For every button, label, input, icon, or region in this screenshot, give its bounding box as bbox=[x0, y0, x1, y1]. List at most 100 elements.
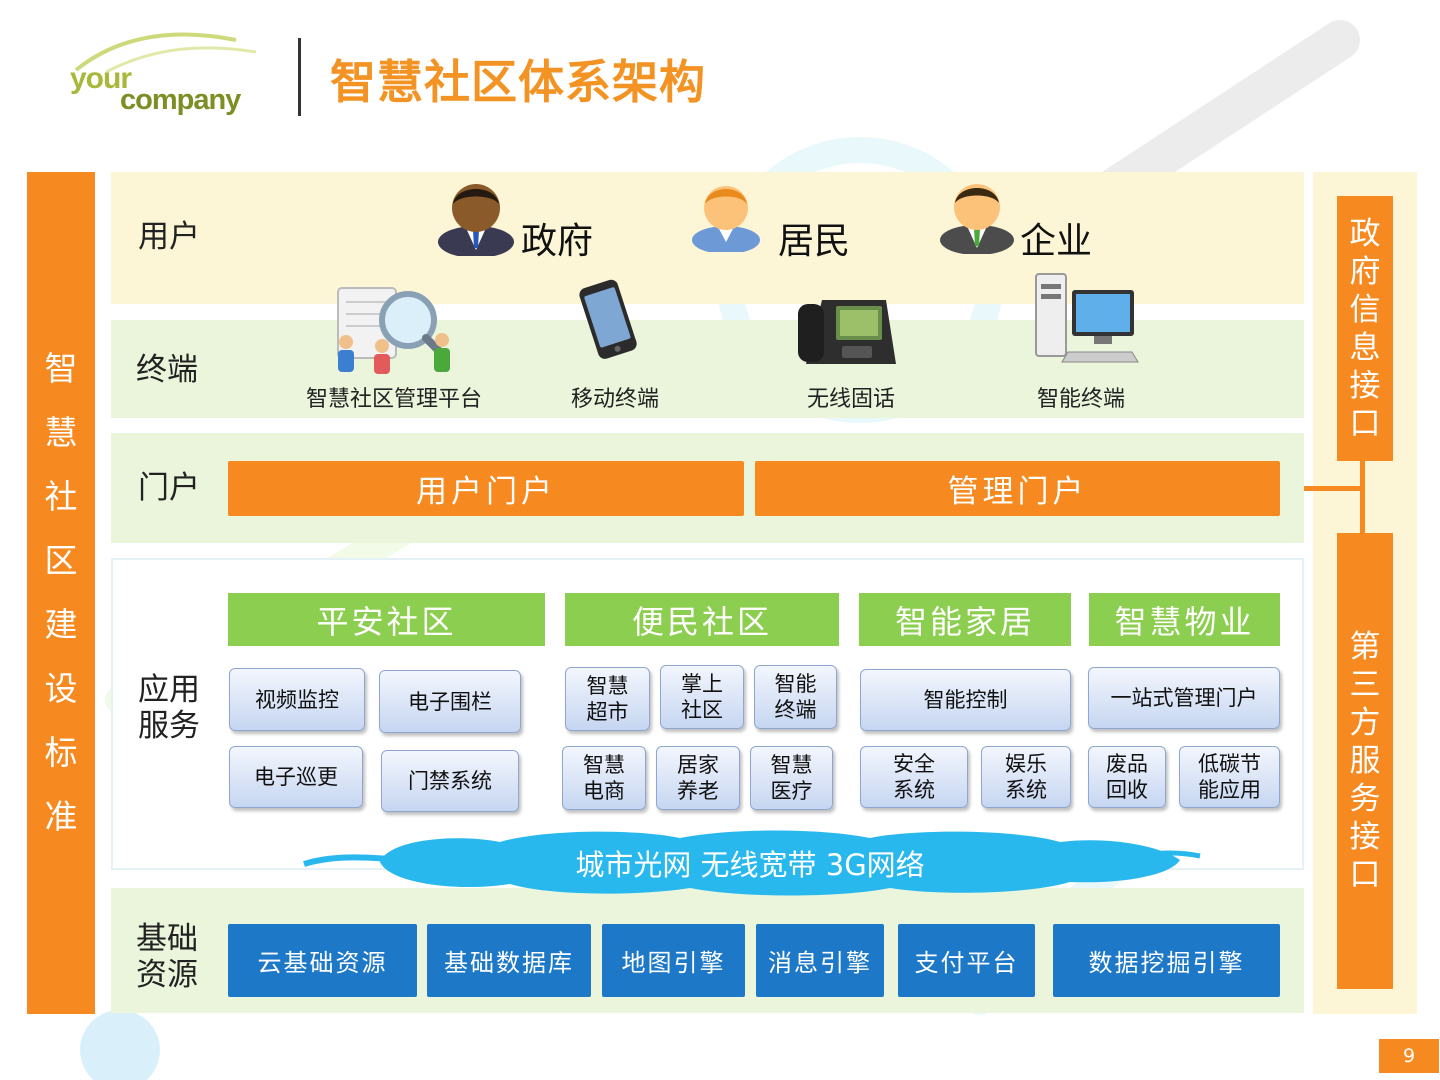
mobile-terminal-icon bbox=[579, 279, 637, 359]
user-enterprise: 企业 bbox=[1020, 221, 1093, 262]
app-low-carbon-line2: 能应用 bbox=[1198, 778, 1261, 802]
left-bar-char: 准 bbox=[44, 797, 78, 836]
infra-message-engine: 消息引擎 bbox=[756, 924, 884, 997]
management-platform-icon bbox=[337, 287, 450, 374]
app-access-control: 门禁系统 bbox=[381, 750, 519, 812]
network-label: 城市光网 无线宽带 3G网络 bbox=[575, 848, 925, 882]
category-safe-community: 平安社区 bbox=[228, 593, 545, 646]
third-party-char: 三 bbox=[1349, 667, 1381, 703]
third-party-char: 接 bbox=[1349, 819, 1381, 855]
logo-text-your: your bbox=[70, 62, 132, 95]
terminal-layer-label: 终端 bbox=[136, 352, 198, 388]
app-security-system-line1: 安全 bbox=[893, 752, 935, 776]
infra-data-mining-engine: 数据挖掘引擎 bbox=[1053, 924, 1280, 997]
app-entertainment-system: 娱乐 系统 bbox=[981, 746, 1071, 808]
app-electronic-fence: 电子围栏 bbox=[379, 670, 521, 733]
third-party-char: 务 bbox=[1349, 781, 1381, 817]
app-security-system-line2: 系统 bbox=[893, 778, 935, 802]
app-waste-recycling-line1: 废品 bbox=[1106, 752, 1148, 776]
infra-cloud-resources: 云基础资源 bbox=[228, 924, 417, 997]
category-smart-home: 智能家居 bbox=[859, 593, 1071, 646]
left-bar-char: 建 bbox=[44, 605, 78, 644]
app-smart-terminal-line1: 智能 bbox=[774, 672, 817, 696]
user-portal-box: 用户门户 bbox=[228, 461, 744, 516]
app-security-system: 安全 系统 bbox=[860, 746, 968, 808]
wireless-phone-icon bbox=[798, 300, 896, 364]
app-smart-terminal: 智能 终端 bbox=[754, 665, 837, 729]
app-smart-ecommerce-line1: 智慧 bbox=[583, 753, 625, 777]
app-electronic-patrol: 电子巡更 bbox=[229, 746, 363, 808]
app-smart-medical: 智慧 医疗 bbox=[750, 746, 833, 810]
left-bar-char: 智 bbox=[44, 349, 78, 388]
app-smart-ecommerce: 智慧 电商 bbox=[562, 746, 646, 810]
terminal-management-platform: 智慧社区管理平台 bbox=[306, 387, 483, 412]
gov-interface-char: 政 bbox=[1349, 215, 1381, 252]
app-video-monitoring: 视频监控 bbox=[229, 668, 365, 731]
page-title: 智慧社区体系架构 bbox=[330, 55, 706, 109]
app-smart-ecommerce-line2: 电商 bbox=[583, 779, 625, 803]
left-bar-char: 区 bbox=[44, 541, 78, 580]
app-palm-community-line1: 掌上 bbox=[681, 672, 723, 696]
app-smart-control: 智能控制 bbox=[860, 669, 1071, 731]
third-party-char: 口 bbox=[1349, 857, 1381, 893]
left-bar-char: 设 bbox=[44, 669, 78, 708]
app-low-carbon-line1: 低碳节 bbox=[1198, 752, 1261, 776]
app-smart-terminal-line2: 终端 bbox=[774, 698, 817, 722]
left-bar-char: 慧 bbox=[44, 413, 78, 452]
user-layer-label: 用户 bbox=[138, 219, 200, 255]
terminal-mobile: 移动终端 bbox=[571, 387, 660, 412]
portal-connector-vertical bbox=[1360, 461, 1365, 533]
management-portal-box: 管理门户 bbox=[755, 461, 1280, 516]
title-divider bbox=[298, 38, 301, 116]
gov-interface-char: 信 bbox=[1349, 291, 1381, 328]
app-smart-supermarket: 智慧 超市 bbox=[565, 667, 650, 731]
app-entertainment-system-line2: 系统 bbox=[1005, 778, 1047, 802]
app-palm-community-line2: 社区 bbox=[681, 698, 723, 722]
logo-swoosh-icon bbox=[74, 32, 257, 74]
gov-interface-char: 口 bbox=[1349, 405, 1381, 442]
app-smart-supermarket-line1: 智慧 bbox=[586, 674, 629, 698]
infra-layer-label-line1: 基础 bbox=[136, 921, 198, 957]
infra-basic-database: 基础数据库 bbox=[427, 924, 591, 997]
app-waste-recycling-line2: 回收 bbox=[1106, 778, 1148, 802]
logo-text-company: company bbox=[120, 84, 241, 116]
terminal-wireless-phone: 无线固话 bbox=[807, 387, 896, 412]
gov-interface-char: 府 bbox=[1349, 253, 1381, 290]
gov-interface-char: 接 bbox=[1349, 367, 1381, 404]
third-party-char: 服 bbox=[1349, 743, 1381, 779]
app-smart-medical-line1: 智慧 bbox=[770, 753, 813, 777]
user-government: 政府 bbox=[521, 221, 594, 262]
app-home-elderly-care-line2: 养老 bbox=[677, 779, 719, 803]
app-smart-supermarket-line2: 超市 bbox=[586, 700, 629, 724]
app-palm-community: 掌上 社区 bbox=[660, 665, 744, 729]
third-party-char: 第 bbox=[1349, 629, 1381, 665]
left-bar-construction-standard: 智 慧 社 区 建 设 标 准 bbox=[27, 172, 95, 1014]
infra-payment-platform: 支付平台 bbox=[898, 924, 1035, 997]
app-low-carbon: 低碳节 能应用 bbox=[1179, 746, 1280, 808]
smart-terminal-icon bbox=[1035, 273, 1139, 363]
third-party-interface: 第 三 方 服 务 接 口 bbox=[1337, 533, 1393, 989]
portal-layer-label: 门户 bbox=[138, 470, 200, 506]
gov-info-interface: 政 府 信 息 接 口 bbox=[1337, 196, 1393, 461]
infra-layer-label-line2: 资源 bbox=[136, 957, 198, 993]
app-layer-label-line2: 服务 bbox=[138, 708, 200, 744]
user-resident: 居民 bbox=[778, 221, 851, 262]
resident-user-icon bbox=[692, 186, 760, 252]
page-number: 9 bbox=[1379, 1039, 1439, 1073]
portal-connector-horizontal bbox=[1280, 486, 1365, 491]
app-layer-label-line1: 应用 bbox=[138, 672, 200, 708]
left-bar-char: 标 bbox=[44, 733, 78, 772]
third-party-char: 方 bbox=[1349, 705, 1381, 741]
gov-interface-char: 息 bbox=[1349, 329, 1381, 366]
app-one-stop-portal: 一站式管理门户 bbox=[1088, 667, 1280, 729]
app-home-elderly-care: 居家 养老 bbox=[656, 746, 740, 810]
government-user-icon bbox=[438, 184, 514, 256]
app-home-elderly-care-line1: 居家 bbox=[677, 753, 719, 777]
app-smart-medical-line2: 医疗 bbox=[770, 779, 813, 803]
terminal-smart: 智能终端 bbox=[1037, 387, 1126, 412]
infra-map-engine: 地图引擎 bbox=[602, 924, 745, 997]
app-waste-recycling: 废品 回收 bbox=[1088, 746, 1166, 808]
enterprise-user-icon bbox=[940, 184, 1014, 254]
left-bar-char: 社 bbox=[44, 477, 78, 516]
category-convenient-community: 便民社区 bbox=[565, 593, 839, 646]
